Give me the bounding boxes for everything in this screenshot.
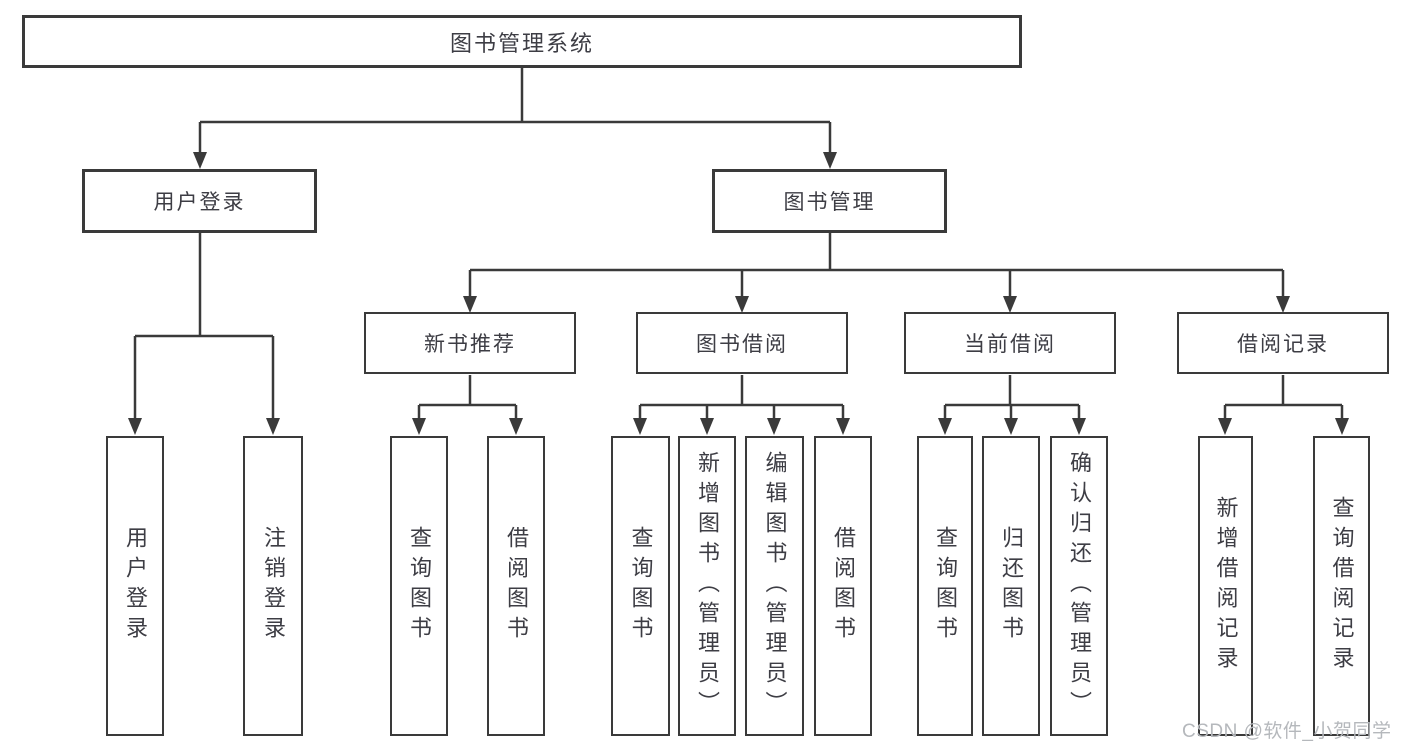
tree-edges bbox=[133, 68, 1344, 421]
arrow-icon bbox=[412, 418, 426, 435]
leaf-query-books-2: 查询图书 bbox=[611, 436, 670, 736]
leaf-query-borrow-record: 查询借阅记录 bbox=[1313, 436, 1370, 736]
arrow-icon bbox=[735, 296, 749, 313]
leaf-confirm-return-admin: 确认归还（管理员） bbox=[1050, 436, 1108, 736]
arrowheads bbox=[128, 152, 1349, 435]
arrow-icon bbox=[128, 418, 142, 435]
node-book-management: 图书管理 bbox=[712, 169, 947, 233]
leaf-return-books: 归还图书 bbox=[982, 436, 1040, 736]
leaf-borrow-books-2: 借阅图书 bbox=[814, 436, 872, 736]
arrow-icon bbox=[767, 418, 781, 435]
leaf-add-borrow-record: 新增借阅记录 bbox=[1198, 436, 1253, 736]
node-book-borrowing: 图书借阅 bbox=[636, 312, 848, 374]
arrow-icon bbox=[1072, 418, 1086, 435]
arrow-icon bbox=[463, 296, 477, 313]
node-borrow-records: 借阅记录 bbox=[1177, 312, 1389, 374]
arrow-icon bbox=[938, 418, 952, 435]
arrow-icon bbox=[1276, 296, 1290, 313]
leaf-user-login: 用户登录 bbox=[106, 436, 164, 736]
arrow-icon bbox=[1218, 418, 1232, 435]
node-new-book-recommend: 新书推荐 bbox=[364, 312, 576, 374]
arrow-icon bbox=[633, 418, 647, 435]
leaf-query-books-1: 查询图书 bbox=[390, 436, 448, 736]
leaf-borrow-books-1: 借阅图书 bbox=[487, 436, 545, 736]
node-user-login: 用户登录 bbox=[82, 169, 317, 233]
arrow-icon bbox=[836, 418, 850, 435]
leaf-add-books-admin: 新增图书（管理员） bbox=[678, 436, 736, 736]
arrow-icon bbox=[193, 152, 207, 169]
arrow-icon bbox=[1003, 296, 1017, 313]
arrow-icon bbox=[700, 418, 714, 435]
arrow-icon bbox=[1335, 418, 1349, 435]
arrow-icon bbox=[1004, 418, 1018, 435]
node-system-root: 图书管理系统 bbox=[22, 15, 1022, 68]
arrow-icon bbox=[509, 418, 523, 435]
arrow-icon bbox=[823, 152, 837, 169]
watermark: CSDN @软件_小贺同学 bbox=[1182, 721, 1392, 742]
leaf-logout: 注销登录 bbox=[243, 436, 303, 736]
leaf-query-books-3: 查询图书 bbox=[917, 436, 973, 736]
node-current-borrowing: 当前借阅 bbox=[904, 312, 1116, 374]
arrow-icon bbox=[266, 418, 280, 435]
leaf-edit-books-admin: 编辑图书（管理员） bbox=[745, 436, 804, 736]
